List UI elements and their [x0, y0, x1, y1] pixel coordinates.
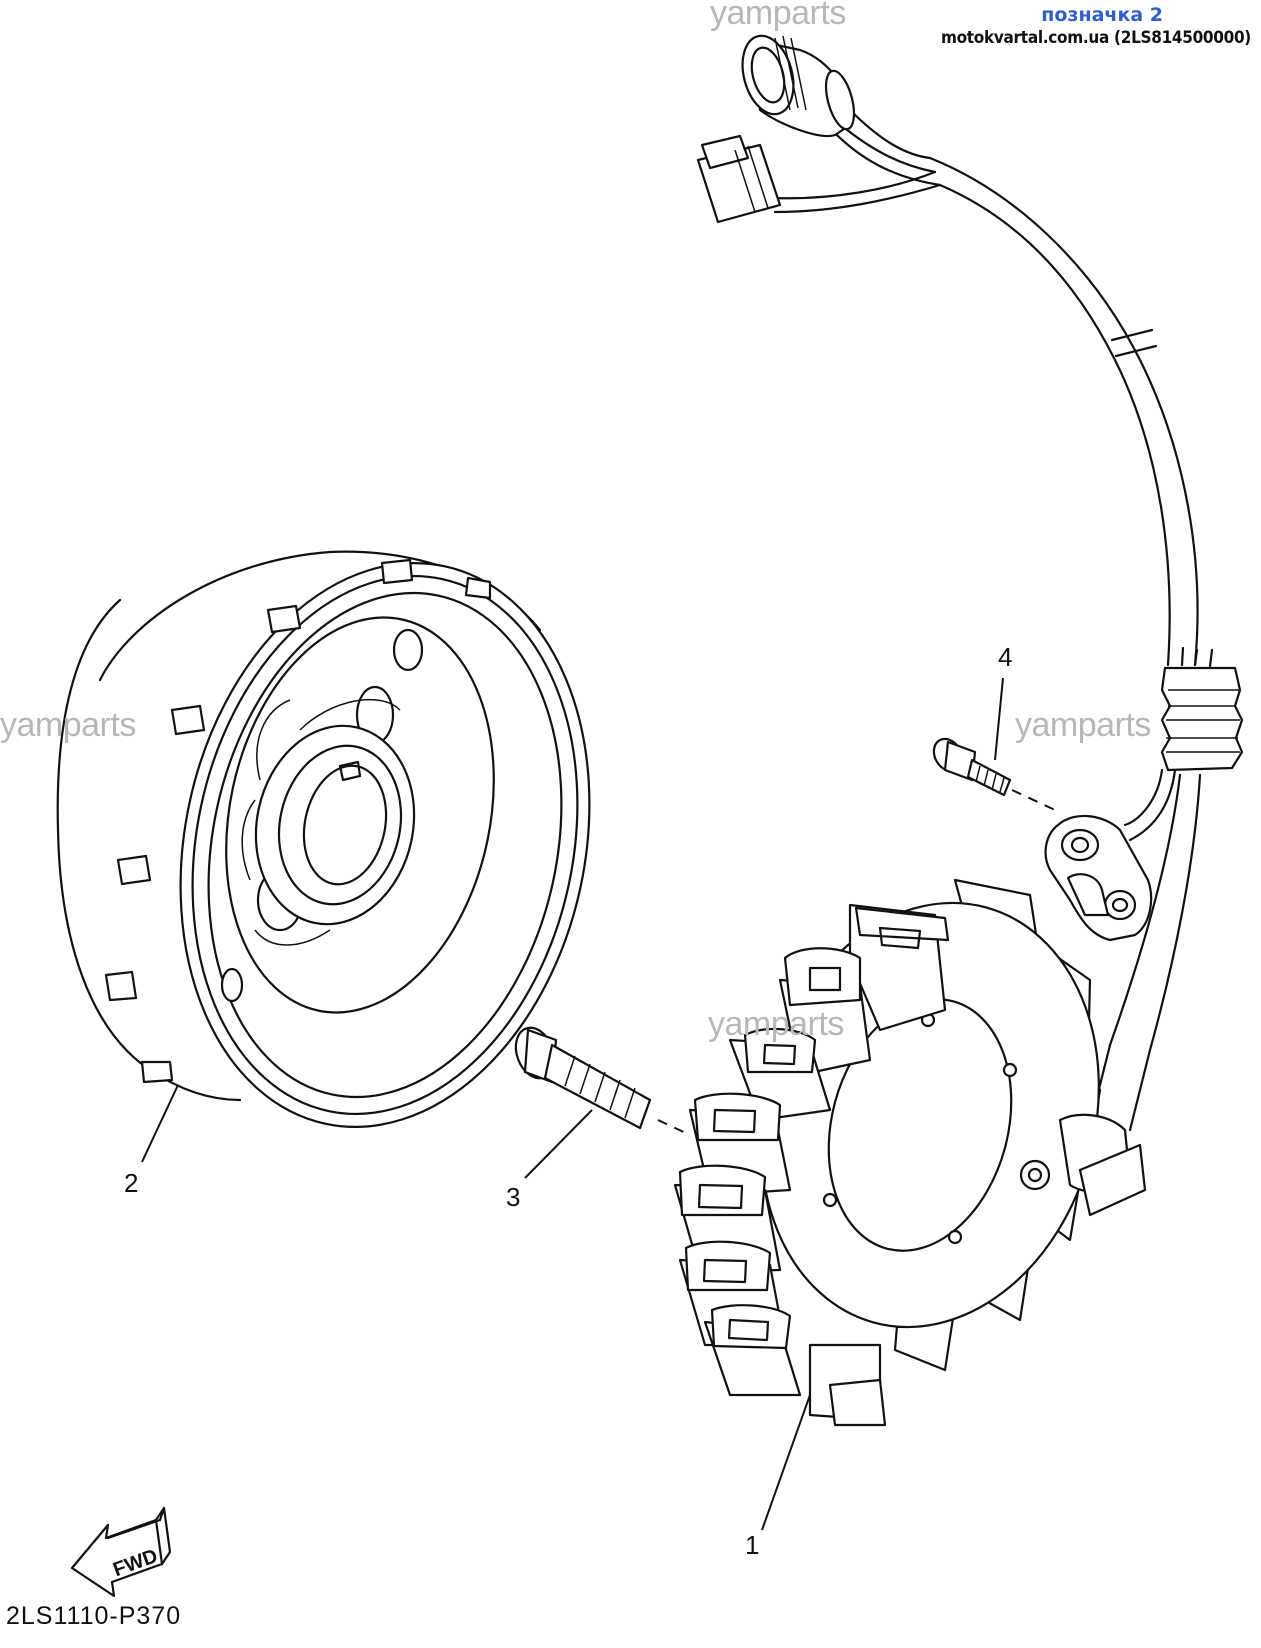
diagram-code: 2LS1110-P370 — [6, 1602, 182, 1630]
leader-line-2 — [141, 1084, 179, 1163]
site-reference: motokvartal.com.ua (2LS814500000) — [940, 28, 1251, 48]
callout-1: 1 — [745, 1530, 760, 1560]
bolt-3 — [514, 1026, 691, 1136]
fwd-arrow-icon: FWD — [70, 1506, 172, 1598]
flywheel-rotor — [56, 550, 591, 1128]
leader-line-4 — [994, 677, 1004, 761]
wire-grommet — [1160, 646, 1244, 772]
stator — [673, 878, 1147, 1427]
watermark-left: yamparts — [0, 706, 136, 744]
watermark-center: yamparts — [708, 1005, 844, 1043]
pickup-coil — [1044, 814, 1153, 942]
leader-line-1 — [761, 1394, 811, 1531]
callout-2: 2 — [124, 1168, 139, 1198]
leader-line-3 — [524, 1109, 593, 1179]
diagram-label: позначка 2 — [1041, 4, 1163, 26]
screw-4 — [932, 737, 1056, 811]
callout-3: 3 — [506, 1182, 521, 1212]
watermark-top: yamparts — [710, 0, 846, 32]
main-connector — [741, 34, 856, 138]
pickup-connector — [696, 134, 782, 224]
watermark-right: yamparts — [1015, 706, 1151, 744]
callout-4: 4 — [998, 642, 1013, 672]
